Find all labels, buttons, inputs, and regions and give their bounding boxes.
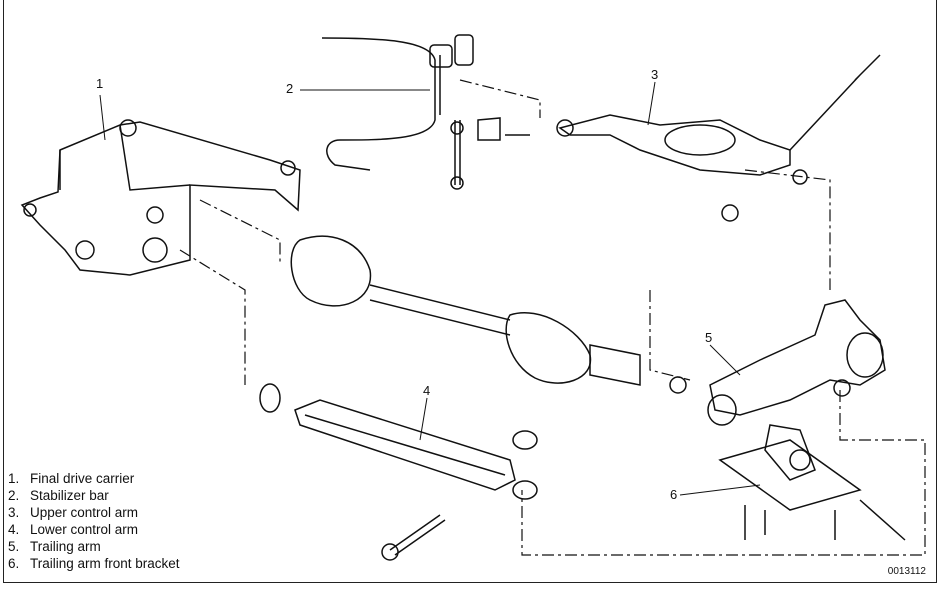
legend-label: Final drive carrier xyxy=(30,471,135,486)
legend-num: 2. xyxy=(8,488,20,503)
legend-num: 5. xyxy=(8,539,20,554)
stabilizer-bar xyxy=(321,34,530,190)
legend-item: 3. Upper control arm xyxy=(8,504,180,521)
legend-label: Trailing arm xyxy=(30,539,101,554)
callout-3: 3 xyxy=(651,67,659,82)
diagram-frame xyxy=(3,0,937,583)
legend-num: 4. xyxy=(8,522,20,537)
trailing-arm xyxy=(669,299,886,426)
drive-shaft xyxy=(290,235,641,386)
legend-num: 6. xyxy=(8,556,20,571)
trailing-arm-front-bracket xyxy=(718,424,906,541)
lower-control-arm xyxy=(259,383,538,561)
legend-item: 2. Stabilizer bar xyxy=(8,487,180,504)
legend-label: Trailing arm front bracket xyxy=(30,556,180,571)
legend-num: 3. xyxy=(8,505,20,520)
figure-code: 0013112 xyxy=(887,566,926,577)
callout-6: 6 xyxy=(670,487,678,502)
legend-item: 4. Lower control arm xyxy=(8,521,180,538)
legend-num: 1. xyxy=(8,471,20,486)
final-drive-carrier xyxy=(20,119,301,276)
legend-item: 1. Final drive carrier xyxy=(8,470,180,487)
callout-leaders xyxy=(99,81,761,496)
callout-4: 4 xyxy=(423,383,431,398)
assembly-lines xyxy=(179,79,926,556)
legend-label: Stabilizer bar xyxy=(30,488,109,503)
callout-2: 2 xyxy=(286,81,294,96)
callout-1: 1 xyxy=(96,76,104,91)
parts-legend: 1. Final drive carrier 2. Stabilizer bar 3… xyxy=(8,470,180,572)
legend-item: 5. Trailing arm xyxy=(8,538,180,555)
legend-label: Upper control arm xyxy=(30,505,139,520)
legend-item: 6. Trailing arm front bracket xyxy=(8,555,180,572)
callout-5: 5 xyxy=(705,330,713,345)
upper-control-arm xyxy=(556,54,881,222)
legend-label: Lower control arm xyxy=(30,522,139,537)
